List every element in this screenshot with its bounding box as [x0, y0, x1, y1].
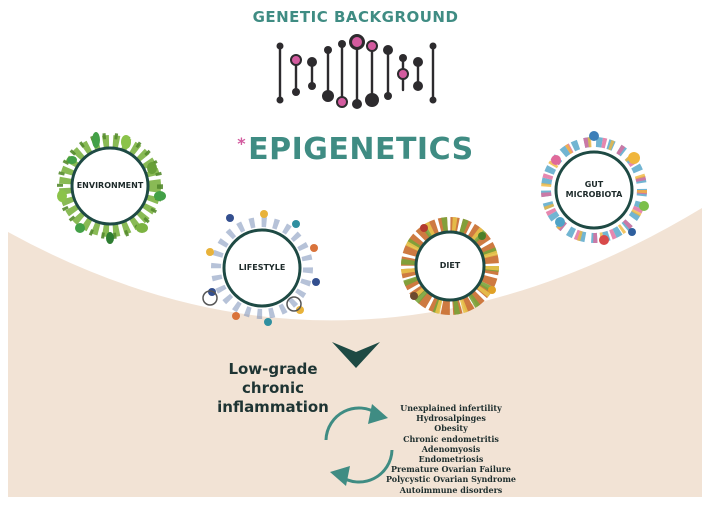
microbe-icon [551, 131, 649, 245]
gut-label-line2: MICROBIOTA [565, 190, 623, 199]
low-grade-inflammation-text: Low-grade chronic inflammation [208, 360, 338, 417]
condition-item: Unexplained infertility [400, 403, 502, 413]
epigenetics-title: EPIGENETICS [248, 132, 474, 167]
dna-pink-nodes [290, 34, 409, 108]
food-icon [410, 224, 496, 300]
outcome-line3: inflammation [217, 398, 329, 416]
cycle-arrow-head-2 [330, 466, 350, 486]
epigenetics-heading: *EPIGENETICS [0, 132, 711, 167]
cycle-arrows-icon [324, 406, 394, 484]
condition-item: Hydrosalpinges [416, 413, 486, 424]
gut-label-line1: GUT [584, 180, 604, 189]
cycle-arrow-head-1 [368, 404, 388, 424]
genetic-background-title: GENETIC BACKGROUND [252, 8, 459, 26]
condition-item: Endometriosis [418, 454, 484, 465]
gut-microbiota-label: GUT MICROBIOTA [556, 180, 632, 200]
condition-item: Polycystic Ovarian Syndrome [385, 474, 517, 485]
conditions-list: Unexplained infertility Hydrosalpinges O… [382, 403, 520, 495]
condition-item: Adenomyosis [421, 443, 481, 454]
leaf-icon [57, 132, 166, 244]
lifestyle-label: LIFESTYLE [238, 263, 286, 272]
environment-label: ENVIRONMENT [76, 181, 144, 190]
gut-microbe-ring [541, 137, 647, 243]
outcome-line2: chronic [242, 379, 304, 397]
environment-leaf-ring [57, 133, 163, 239]
dna-nodes [276, 40, 437, 109]
lifestyle-people-ring [211, 217, 313, 319]
chevron-down-icon [332, 342, 380, 368]
condition-item: Autoimmune disorders [399, 484, 503, 495]
people-icon [202, 210, 320, 326]
condition-item: Chronic endometritis [403, 433, 499, 444]
diet-label: DIET [439, 261, 461, 270]
condition-item: Premature Ovarian Failure [390, 464, 512, 475]
condition-item: Obesity [434, 423, 468, 434]
epigenetics-asterisk: * [237, 134, 247, 153]
diet-food-ring [401, 217, 499, 315]
outcome-line1: Low-grade [228, 360, 318, 378]
